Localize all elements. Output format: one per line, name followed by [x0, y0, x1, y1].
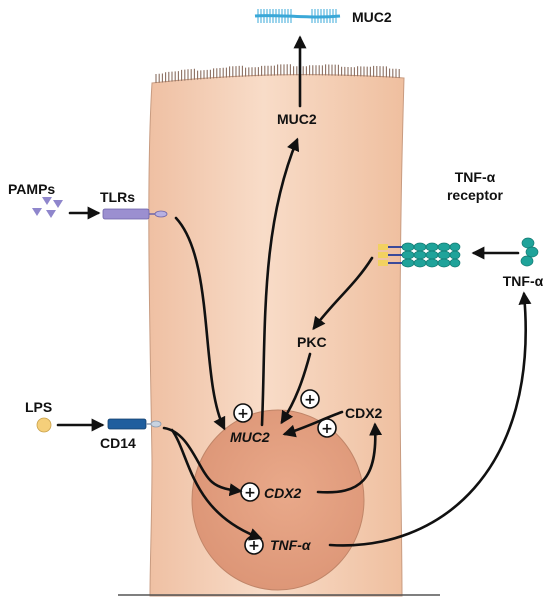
microvilli	[155, 64, 400, 83]
lps-icon	[36, 417, 52, 433]
arrow-tlrs-to-muc2-gene	[174, 216, 226, 431]
label-pamps: PAMPs	[8, 181, 55, 197]
svg-text:+: +	[237, 406, 249, 422]
arrow-cd14-to-tnf-gene	[170, 428, 263, 541]
pamps-icon	[32, 197, 63, 218]
plus-icon: +	[317, 418, 337, 438]
tnf-receptor-icon	[378, 242, 461, 268]
label-muc2-secreted: MUC2	[352, 9, 392, 25]
nucleus	[191, 409, 365, 591]
plus-icon: +	[233, 403, 253, 423]
svg-text:+: +	[321, 421, 333, 437]
label-tnf-receptor-line2: receptor	[447, 187, 504, 203]
label-cdx2-protein: CDX2	[345, 405, 383, 421]
label-muc2-vesicle: MUC2	[277, 111, 317, 127]
label-muc2-gene: MUC2	[230, 429, 270, 445]
arrow-tnf-gene-to-tnf-ligand	[328, 291, 532, 547]
label-tnf-receptor-line1: TNF-α	[455, 169, 496, 185]
tnf-alpha-ligand-icon	[520, 237, 539, 267]
arrow-cd14-to-cdx2-gene	[162, 426, 243, 497]
arrow-receptor-to-pkc	[312, 256, 374, 331]
arrow-pkc-to-muc2-gene	[280, 352, 312, 425]
secreted-mucin-icon	[254, 9, 341, 23]
label-cd14: CD14	[100, 435, 136, 451]
cd14-receptor-icon	[107, 418, 162, 430]
plus-icon: +	[244, 535, 264, 555]
plus-icon: +	[300, 389, 320, 409]
label-cdx2-gene: CDX2	[264, 485, 302, 501]
svg-text:+: +	[244, 485, 256, 501]
label-lps: LPS	[25, 399, 52, 415]
tlr-receptor-icon	[102, 208, 168, 220]
svg-text:+: +	[304, 392, 316, 408]
arrow-cdx2-gene-to-cdx2-protein	[316, 422, 383, 494]
label-pkc: PKC	[297, 334, 327, 350]
label-tnf-gene: TNF-α	[270, 537, 312, 553]
arrow-cdx2-protein-to-muc2-gene	[282, 410, 344, 438]
label-tlrs: TLRs	[100, 189, 135, 205]
svg-text:+: +	[248, 538, 260, 554]
arrow-muc2-gene-to-vesicle	[260, 137, 300, 427]
plus-icon: +	[240, 482, 260, 502]
label-tnf-alpha-ligand: TNF-α	[503, 273, 544, 289]
